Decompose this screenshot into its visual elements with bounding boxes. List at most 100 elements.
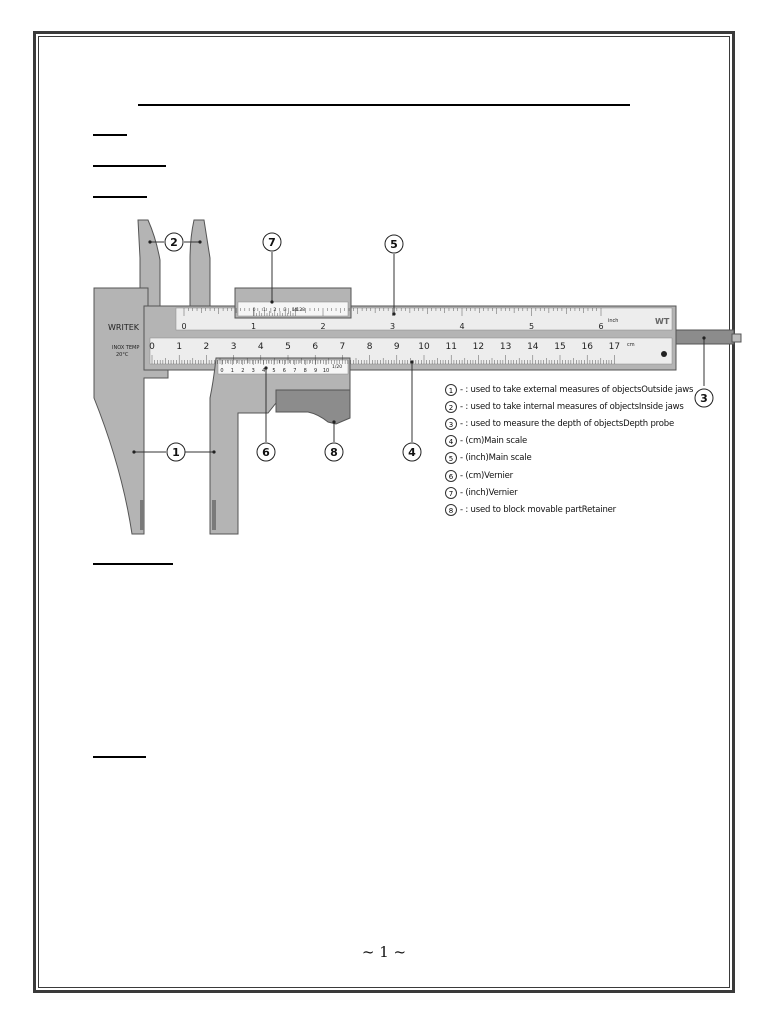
legend-number: 3: [445, 417, 457, 430]
cm-scale-number: 8: [367, 342, 373, 352]
legend-item: 1- : used to take external measures of o…: [445, 381, 715, 398]
legend-item: 5- (inch)Main scale: [445, 450, 715, 467]
inch-unit-label: inch: [608, 318, 618, 324]
callout-number: 7: [268, 236, 276, 249]
vernier-cm-number: 2: [241, 368, 244, 374]
legend-number: 6: [445, 469, 457, 482]
cm-scale-number: 0: [149, 342, 155, 352]
heading-rule-5: [93, 756, 146, 758]
legend-number: 5: [445, 452, 457, 465]
callout-circle: [384, 234, 404, 254]
cm-scale-number: 14: [527, 342, 539, 352]
callout-number: 5: [390, 238, 398, 251]
heading-rule-1: [93, 134, 127, 136]
legend-item: 8- : used to block movable partRetainer: [445, 501, 715, 518]
cm-scale-number: 1: [176, 342, 182, 352]
inch-scale-number: 0: [181, 322, 186, 331]
legend-item: 7- (inch)Vernier: [445, 484, 715, 501]
beam-screw: [661, 351, 667, 357]
inch-scale-number: 6: [598, 322, 603, 331]
legend-number: 4: [445, 435, 457, 448]
legend-item: 2- : used to take internal measures of o…: [445, 398, 715, 415]
vernier-inch-number: 1: [263, 307, 266, 313]
heading-rule-3: [93, 196, 147, 198]
callout-circle: [256, 442, 276, 462]
vernier-inch-number: 4: [294, 307, 297, 313]
vernier-cm-number: 8: [304, 368, 307, 374]
legend-text: - : used to block movable partRetainer: [460, 504, 616, 515]
cm-scale-number: 10: [418, 342, 430, 352]
inch-scale-number: 1: [251, 322, 256, 331]
callout-number: 3: [700, 392, 708, 405]
cm-scale-number: 15: [554, 342, 565, 352]
jaw-slot-right: [212, 500, 216, 530]
callout-number: 2: [170, 236, 178, 249]
inch-scale-number: 5: [529, 322, 534, 331]
legend-text: - (cm)Main scale: [460, 436, 528, 447]
legend-number: 2: [445, 400, 457, 413]
cm-scale-number: 6: [312, 342, 318, 352]
heading-rule-2: [93, 165, 166, 167]
vernier-inch-fraction: 1/128: [292, 307, 305, 313]
brand-sub-1: INOX TEMP: [112, 345, 139, 351]
page-number: ~ 1 ~: [361, 943, 407, 961]
callout-circle: [694, 388, 714, 408]
legend-number: 8: [445, 503, 457, 516]
legend-text: - : used to take internal measures of ob…: [460, 401, 684, 412]
legend-text: - (inch)Main scale: [460, 453, 532, 464]
cm-scale-number: 4: [258, 342, 264, 352]
legend-text: - : used to take external measures of ob…: [460, 384, 694, 395]
page-border-inner: [38, 36, 730, 988]
vernier-inch-number: 3: [284, 307, 287, 313]
callout-circle: [164, 232, 184, 252]
leader-lines: [134, 241, 705, 453]
vernier-cm-number: 9: [314, 368, 317, 374]
retainer: [275, 389, 351, 425]
callout-number: 8: [330, 446, 338, 459]
vernier-cm-fraction: 1/20: [332, 364, 342, 370]
inch-scale-number: 3: [390, 322, 395, 331]
callout-number: 1: [172, 446, 180, 459]
vernier-cm-number: 7: [293, 368, 296, 374]
jaw-slot-left: [140, 500, 144, 530]
vernier-cm-number: 5: [272, 368, 275, 374]
vernier-inch-number: 2: [273, 307, 276, 313]
cm-scale-number: 17: [609, 342, 620, 352]
inch-scale-number: 2: [320, 322, 325, 331]
leader-dots: [132, 240, 706, 454]
cm-scale-number: 11: [445, 342, 456, 352]
cm-scale-number: 9: [394, 342, 400, 352]
legend-item: 4- (cm)Main scale: [445, 433, 715, 450]
vernier-cm-number: 6: [283, 368, 286, 374]
callout-circle: [262, 232, 282, 252]
callout-circle: [324, 442, 344, 462]
movable-inside-jaw: [189, 219, 211, 307]
vernier-inch-number: 0: [253, 307, 256, 313]
corner-mark: WT: [655, 317, 670, 326]
parts-legend: 1- : used to take external measures of o…: [445, 381, 715, 519]
legend-text: - (cm)Vernier: [460, 470, 513, 481]
brand-label: WRITEK: [108, 323, 140, 332]
legend-text: - (inch)Vernier: [460, 487, 518, 498]
callout-circle: [166, 442, 186, 462]
cm-scale-number: 3: [231, 342, 237, 352]
cm-scale-number: 2: [204, 342, 210, 352]
cm-scale-number: 16: [581, 342, 593, 352]
title-rule: [138, 104, 630, 106]
legend-item: 6- (cm)Vernier: [445, 467, 715, 484]
vernier-cm-number: 4: [262, 368, 265, 374]
callout-number: 4: [408, 446, 416, 459]
legend-number: 7: [445, 486, 457, 499]
callout-number: 6: [262, 446, 270, 459]
callout-circle: [402, 442, 422, 462]
cm-unit-label: cm: [627, 342, 635, 348]
cm-scale-number: 12: [473, 342, 484, 352]
legend-number: 1: [445, 383, 457, 396]
depth-probe-tip: [731, 333, 742, 343]
vernier-cm-number: 0: [220, 368, 223, 374]
legend-item: 3- : used to measure the depth of object…: [445, 415, 715, 432]
